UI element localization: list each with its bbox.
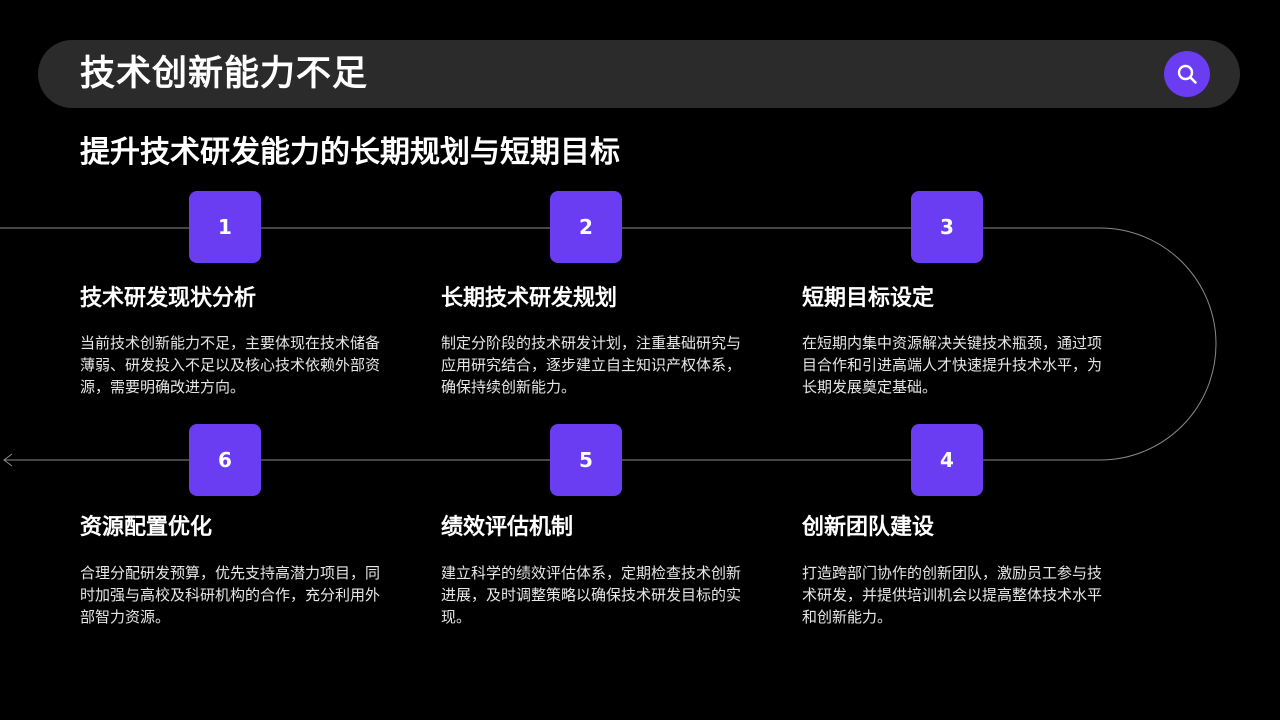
search-button[interactable] [1164,51,1210,97]
search-icon [1177,64,1197,84]
step-badge-2: 2 [550,191,622,263]
page-title: 技术创新能力不足 [80,54,369,94]
step-badge-1: 1 [189,191,261,263]
slide-subtitle: 提升技术研发能力的长期规划与短期目标 [80,135,620,170]
step-desc-3: 在短期内集中资源解决关键技术瓶颈，通过项目合作和引进高端人才快速提升技术水平，为… [802,334,1103,396]
step-desc-1: 当前技术创新能力不足，主要体现在技术储备薄弱、研发投入不足以及核心技术依赖外部资… [80,334,381,396]
step-title-6: 资源配置优化 [80,515,213,540]
step-desc-5: 建立科学的绩效评估体系，定期检查技术创新进展，及时调整策略以确保技术研发目标的实… [441,564,742,626]
step-badge-3: 3 [911,191,983,263]
step-title-4: 创新团队建设 [802,515,935,540]
step-badge-4: 4 [911,424,983,496]
step-desc-6: 合理分配研发预算，优先支持高潜力项目，同时加强与高校及科研机构的合作，充分利用外… [80,564,381,626]
step-title-5: 绩效评估机制 [441,515,574,540]
step-title-1: 技术研发现状分析 [80,286,257,311]
step-desc-4: 打造跨部门协作的创新团队，激励员工参与技术研发，并提供培训机会以提高整体技术水平… [802,564,1103,626]
title-bar: 技术创新能力不足 [38,40,1240,108]
step-badge-6: 6 [189,424,261,496]
step-title-2: 长期技术研发规划 [441,286,618,311]
step-desc-2: 制定分阶段的技术研发计划，注重基础研究与应用研究结合，逐步建立自主知识产权体系，… [441,334,742,396]
step-badge-5: 5 [550,424,622,496]
flow-arrow-icon [3,453,13,467]
step-title-3: 短期目标设定 [802,286,935,311]
